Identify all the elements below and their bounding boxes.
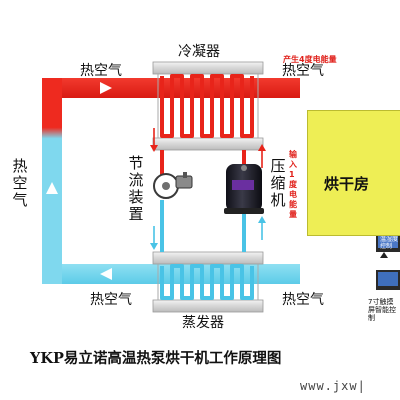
hot-air-bottom-right-label: 热空气 (282, 292, 324, 308)
output-energy-note: 产生4度电能量 (283, 55, 337, 64)
evaporator-label: 蒸发器 (182, 315, 224, 331)
refrigerant-pipes (160, 150, 246, 252)
drying-room-label: 烘干房 (324, 175, 370, 193)
hot-air-top-left-label: 热空气 (80, 63, 122, 79)
condenser-coil (152, 61, 264, 151)
pipe-flow-arrows (150, 128, 266, 250)
watermark: www.jxw| (300, 379, 366, 393)
hot-air-top-right-label: 热空气 (282, 63, 324, 79)
hot-air-left-vertical-label: 热空气 (12, 157, 28, 209)
controller-note-2: 7寸触摸屏智能控制 (368, 298, 396, 322)
evaporator-coil (152, 251, 264, 313)
throttle-valve (153, 172, 193, 199)
drying-room: 烘干房 (307, 110, 400, 236)
air-flow-arrows (46, 82, 326, 280)
condenser-label: 冷凝器 (178, 44, 220, 60)
diagram-caption: YKP易立诺高温热泵烘干机工作原理图 (30, 350, 282, 367)
throttle-device-label: 节流装置 (128, 154, 144, 223)
controller-panel (376, 232, 400, 290)
hot-air-bottom-left-label: 热空气 (90, 292, 132, 308)
controller-note-1: 温湿度控制 (380, 236, 399, 250)
compressor-label: 压缩机 (270, 157, 286, 209)
input-energy-note: 输入1度电能量 (289, 150, 297, 219)
compressor-unit (224, 164, 264, 214)
